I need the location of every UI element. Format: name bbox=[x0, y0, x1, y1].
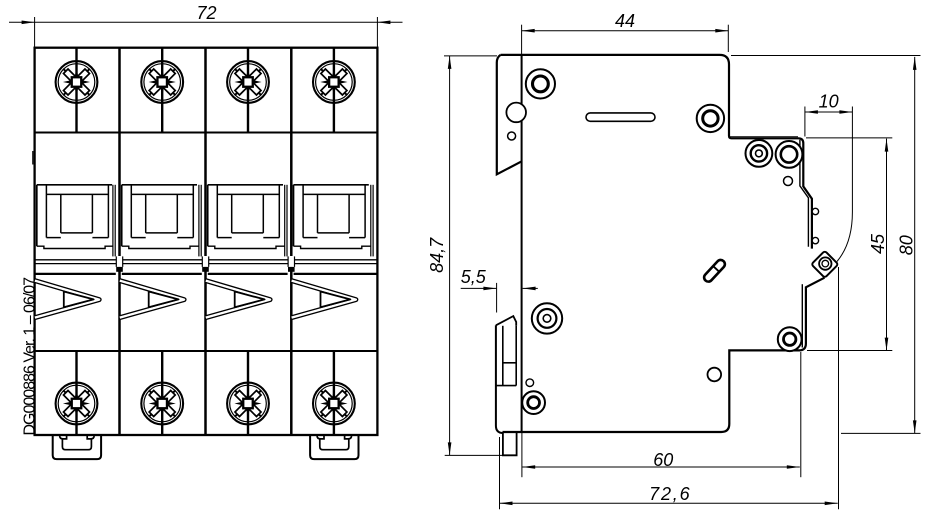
svg-text:72: 72 bbox=[196, 3, 216, 23]
svg-text:72,6: 72,6 bbox=[649, 484, 691, 504]
svg-text:80: 80 bbox=[897, 235, 917, 255]
svg-text:84,7: 84,7 bbox=[427, 237, 447, 273]
svg-text:10: 10 bbox=[819, 92, 839, 112]
svg-text:5,5: 5,5 bbox=[461, 267, 487, 287]
svg-text:45: 45 bbox=[868, 233, 888, 254]
svg-text:DG000886 Ver. 1 – 06/07: DG000886 Ver. 1 – 06/07 bbox=[21, 277, 38, 436]
svg-text:44: 44 bbox=[615, 11, 635, 31]
svg-text:60: 60 bbox=[653, 450, 673, 470]
